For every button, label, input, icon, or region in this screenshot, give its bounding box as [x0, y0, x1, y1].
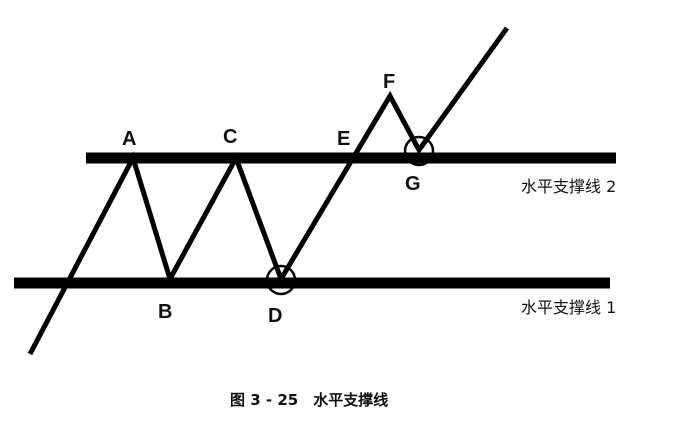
label-point-f: F	[383, 71, 395, 93]
price-path	[27, 26, 510, 356]
label-support-line-1: 水平支撑线 1	[521, 298, 616, 317]
circle-point-d	[265, 264, 297, 296]
circle-point-g	[403, 135, 435, 167]
label-point-g: G	[405, 173, 421, 195]
label-support-line-2: 水平支撑线 2	[521, 177, 616, 196]
label-point-a: A	[122, 128, 136, 150]
label-point-d: D	[268, 305, 282, 327]
label-point-e: E	[337, 128, 350, 150]
figure-caption: 图 3 - 25 水平支撑线	[230, 391, 388, 409]
label-point-b: B	[158, 301, 172, 323]
label-point-c: C	[223, 126, 237, 148]
